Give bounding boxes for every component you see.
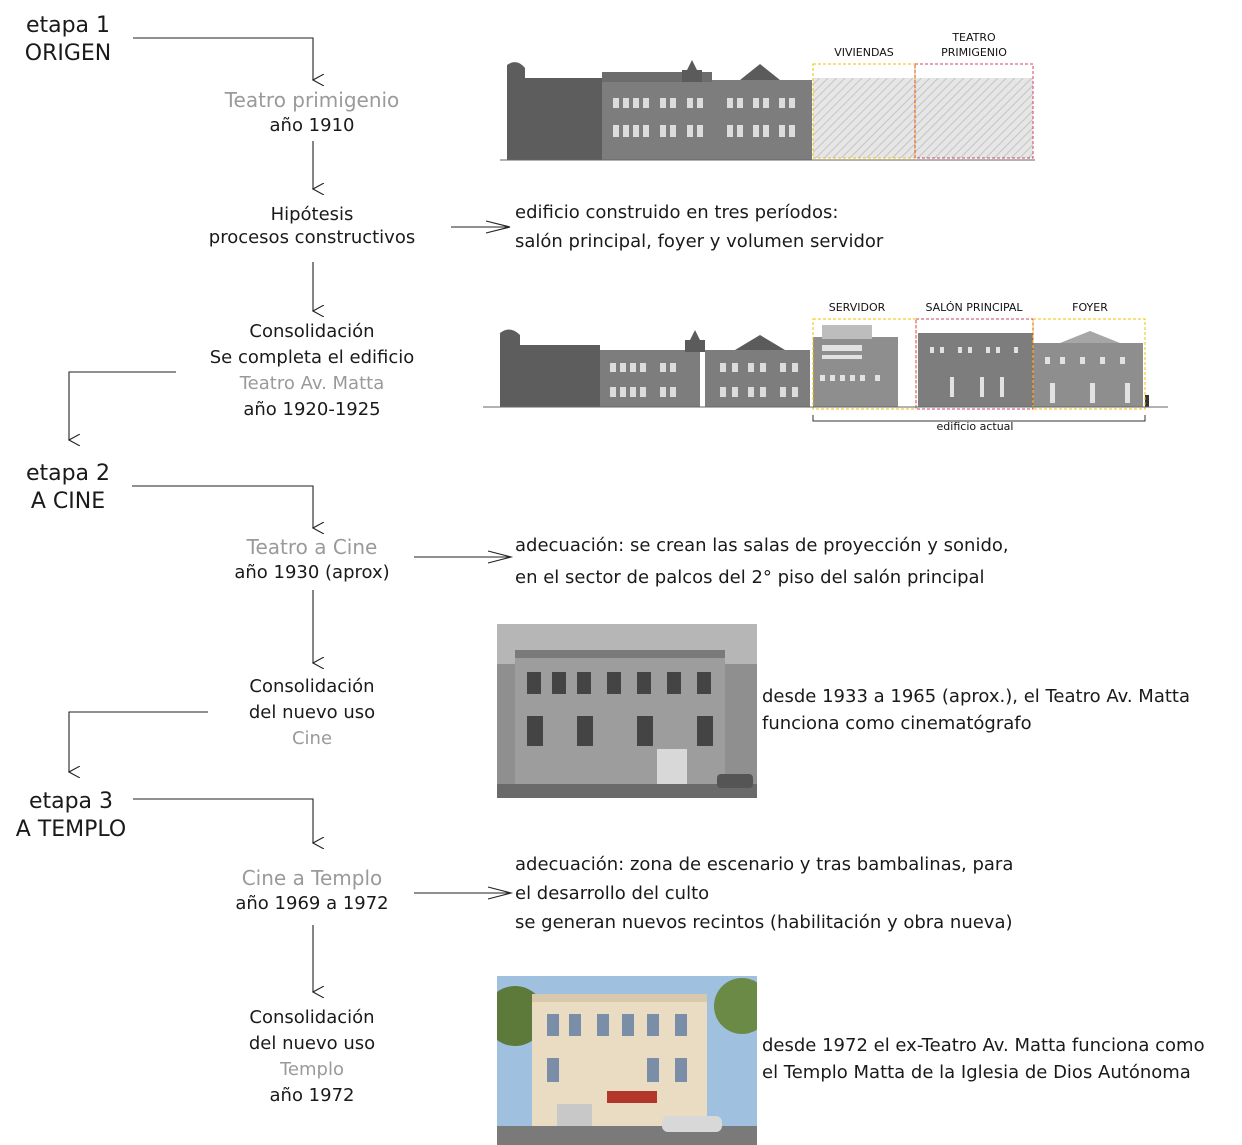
node-title: Teatro a Cine bbox=[246, 535, 378, 559]
elevation-1910-drawing: VIVIENDAS TEATRO PRIMIGENIO bbox=[500, 31, 1035, 161]
node-consolidacion-3: Consolidación del nuevo uso Templo año 1… bbox=[249, 1005, 375, 1109]
desc-line: adecuación: se crean las salas de proyec… bbox=[515, 535, 1009, 556]
desc-line: en el sector de palcos del 2° piso del s… bbox=[515, 567, 985, 588]
node-year: año 1972 bbox=[269, 1085, 355, 1106]
node-line: Hipótesis bbox=[270, 204, 354, 225]
desc-line: funciona como cinematógrafo bbox=[762, 713, 1032, 734]
desc-templo: desde 1972 el ex-Teatro Av. Matta funcio… bbox=[762, 1032, 1205, 1086]
arrow-etapa2-to-teatrocine bbox=[132, 485, 313, 528]
node-title: Templo bbox=[280, 1059, 344, 1080]
node-year: año 1910 bbox=[269, 115, 355, 136]
stage-2-label: etapa 2 A CINE bbox=[18, 460, 118, 516]
desc-hipotesis: edificio construido en tres períodos: sa… bbox=[515, 198, 883, 256]
arrow-etapa3-to-cinetemplo bbox=[133, 798, 313, 843]
node-line: del nuevo uso bbox=[248, 702, 376, 723]
arrow-etapa1-to-teatro bbox=[133, 37, 313, 80]
stage-2-name: A CINE bbox=[30, 489, 106, 514]
label-foyer: FOYER bbox=[1072, 301, 1108, 314]
stage-1-name: ORIGEN bbox=[24, 41, 112, 66]
desc-line: se generan nuevos recintos (habilitación… bbox=[515, 912, 1013, 933]
stage-3-number: etapa 3 bbox=[28, 789, 114, 814]
label-servidor: SERVIDOR bbox=[829, 301, 886, 314]
label-teatro-primigenio-2: PRIMIGENIO bbox=[941, 46, 1007, 59]
node-line: Consolidación bbox=[249, 1007, 375, 1028]
desc-teatro-a-cine: adecuación: se crean las salas de proyec… bbox=[515, 530, 1009, 594]
node-hipotesis: Hipótesis procesos constructivos bbox=[209, 203, 415, 249]
node-teatro-a-cine: Teatro a Cine año 1930 (aprox) bbox=[234, 534, 389, 584]
label-viviendas: VIVIENDAS bbox=[834, 46, 894, 59]
desc-line: el Templo Matta de la Iglesia de Dios Au… bbox=[762, 1062, 1191, 1083]
node-line: procesos constructivos bbox=[208, 227, 416, 248]
node-cine-a-templo: Cine a Templo año 1969 a 1972 bbox=[235, 865, 388, 915]
node-teatro-primigenio: Teatro primigenio año 1910 bbox=[225, 87, 400, 137]
desc-line: salón principal, foyer y volumen servido… bbox=[515, 231, 884, 252]
node-title: Teatro Av. Matta bbox=[239, 373, 385, 394]
node-line: Consolidación bbox=[249, 676, 375, 697]
node-line: del nuevo uso bbox=[248, 1033, 376, 1054]
arrow-consolidacion-to-etapa3 bbox=[69, 711, 208, 772]
node-year: año 1920-1925 bbox=[243, 399, 381, 420]
desc-line: edificio construido en tres períodos: bbox=[515, 202, 839, 223]
cinema-photo bbox=[497, 624, 757, 798]
node-title: Teatro primigenio bbox=[224, 88, 400, 112]
temple-photo bbox=[497, 976, 757, 1145]
node-title: Cine bbox=[291, 728, 333, 749]
node-line: Se completa el edificio bbox=[209, 347, 415, 368]
node-year: año 1969 a 1972 bbox=[235, 893, 389, 914]
stage-1-number: etapa 1 bbox=[25, 13, 111, 38]
desc-cine: desde 1933 a 1965 (aprox.), el Teatro Av… bbox=[762, 683, 1190, 737]
label-salon-principal: SALÓN PRINCIPAL bbox=[925, 301, 1023, 314]
desc-cine-a-templo: adecuación: zona de escenario y tras bam… bbox=[515, 850, 1013, 937]
node-year: año 1930 (aprox) bbox=[234, 562, 390, 583]
stage-1-label: etapa 1 ORIGEN bbox=[18, 12, 118, 68]
desc-line: desde 1972 el ex-Teatro Av. Matta funcio… bbox=[762, 1035, 1205, 1056]
node-consolidacion-1: Consolidación Se completa el edificio Te… bbox=[210, 319, 415, 423]
node-line: Consolidación bbox=[249, 321, 375, 342]
elevation-1925-drawing: SERVIDOR SALÓN PRINCIPAL FOYER edificio … bbox=[483, 301, 1168, 433]
stage-3-name: A TEMPLO bbox=[15, 817, 127, 842]
node-consolidacion-2: Consolidación del nuevo uso Cine bbox=[249, 674, 375, 752]
arrow-consolidacion-to-etapa2 bbox=[69, 371, 176, 440]
desc-line: desde 1933 a 1965 (aprox.), el Teatro Av… bbox=[762, 686, 1190, 707]
desc-line: adecuación: zona de escenario y tras bam… bbox=[515, 854, 1014, 875]
stage-2-number: etapa 2 bbox=[25, 461, 111, 486]
node-title: Cine a Templo bbox=[241, 866, 383, 890]
label-teatro-primigenio-1: TEATRO bbox=[951, 31, 996, 44]
stage-3-label: etapa 3 A TEMPLO bbox=[6, 788, 136, 844]
label-edificio-actual: edificio actual bbox=[937, 420, 1014, 433]
desc-line: el desarrollo del culto bbox=[515, 883, 710, 904]
